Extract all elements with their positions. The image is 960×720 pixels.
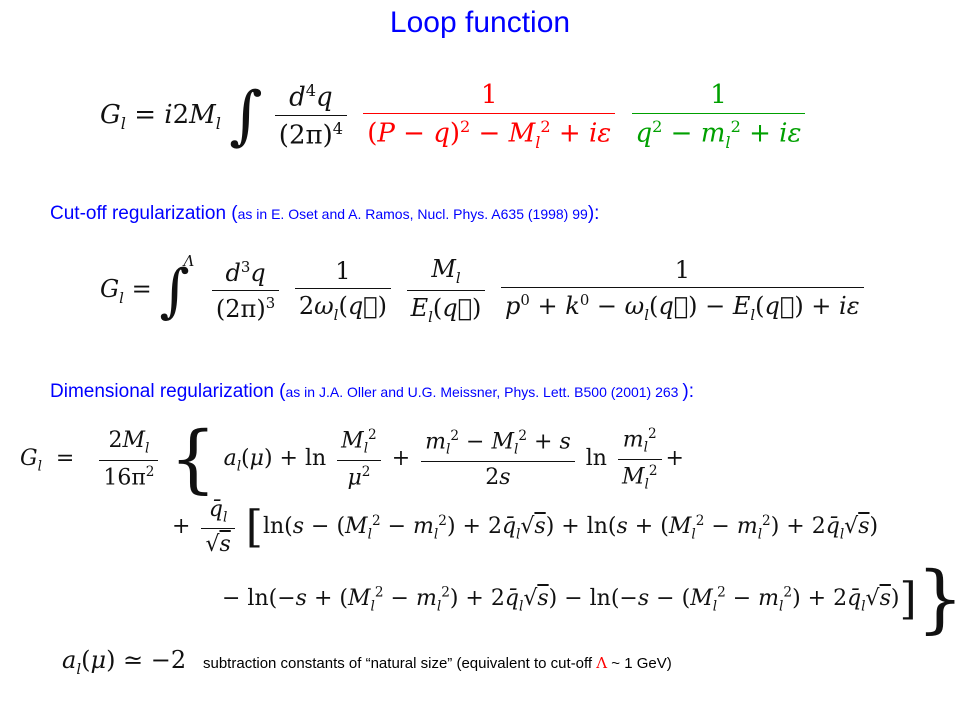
cutoff-label-reference: as in E. Oset and A. Ramos, Nucl. Phys. … <box>237 206 588 222</box>
dimensional-regularization-label: Dimensional regularization (as in J.A. O… <box>50 381 694 403</box>
dimreg-label-close: ): <box>682 381 694 402</box>
dimreg-equation-line-2: + q̄l√s [ln(s − (Ml2 − ml2) + 2q̄l√s) + … <box>172 497 879 558</box>
dimreg-label-reference: as in J.A. Oller and U.G. Meissner, Phys… <box>285 384 683 400</box>
slide-title: Loop function <box>389 6 571 39</box>
dimreg-equation-line-3: − ln(−s + (Ml2 − ml2) + 2q̄l√s) − ln(−s … <box>222 556 960 642</box>
cutoff-regularization-label: Cut-off regularization (as in E. Oset an… <box>50 203 599 225</box>
subtraction-constants-note: subtraction constants of “natural size” … <box>203 654 672 672</box>
cutoff-label-main: Cut-off regularization ( <box>50 203 238 224</box>
footnote-text: subtraction constants of “natural size” … <box>203 655 597 672</box>
footnote-lambda: Λ <box>596 654 608 672</box>
dimreg-label-main: Dimensional regularization ( <box>50 381 286 402</box>
footnote-tail: ~ 1 GeV) <box>607 655 672 672</box>
loop-function-equation: Gl = i2Ml ∫ d4q(2π)4 1(P − q)2 − Ml2 + i… <box>100 80 809 152</box>
cutoff-label-close: ): <box>587 203 600 224</box>
subtraction-constant-equation: al(μ) ≃ −2 <box>62 646 187 678</box>
